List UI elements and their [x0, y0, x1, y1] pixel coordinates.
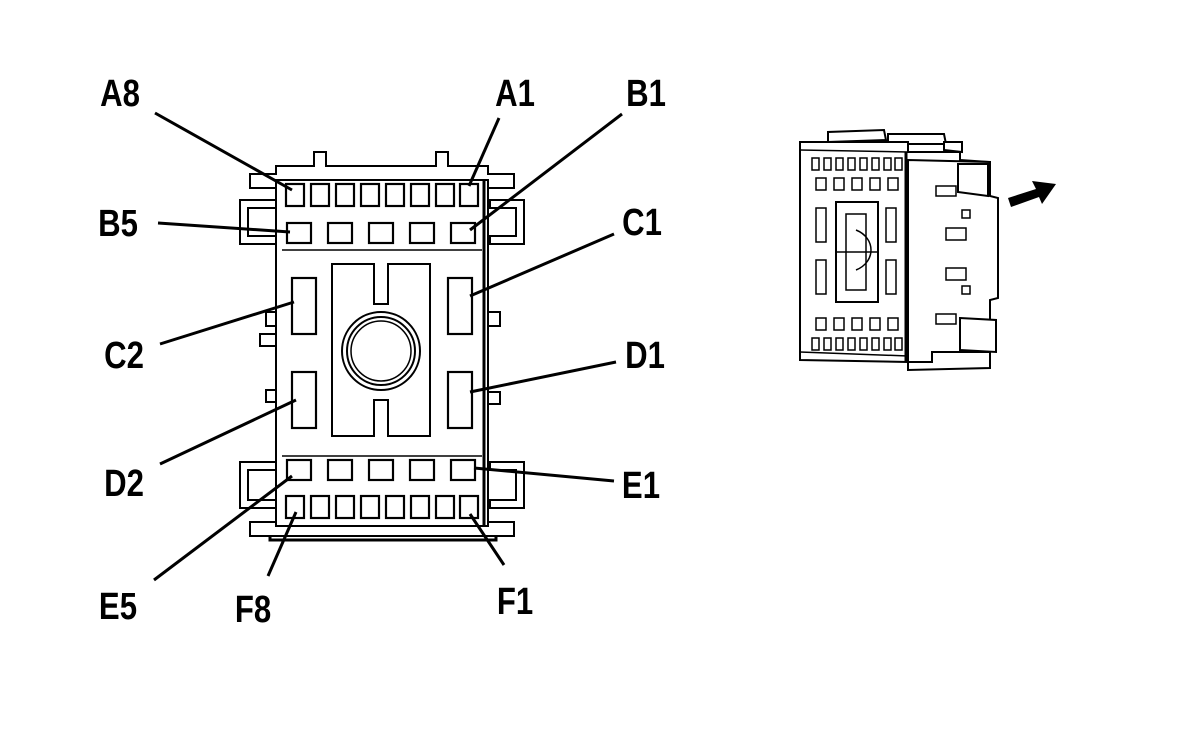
leader-lines: [153, 111, 623, 582]
label-c1: C1: [622, 202, 662, 244]
label-f8: F8: [235, 589, 271, 631]
label-b5: B5: [98, 203, 138, 245]
leader-e5: [153, 474, 293, 582]
label-b1: B1: [626, 73, 666, 115]
pin-row-b: [285, 221, 477, 245]
pin-row-f: [284, 494, 480, 520]
label-d1: D1: [625, 335, 665, 377]
leader-f1: [468, 513, 506, 566]
label-d2: D2: [104, 463, 144, 505]
pin-labels: A8 A1 B1 B5 C1 C2 D1 D2 E1 E5 F8 F1: [98, 73, 666, 631]
connector-isometric-view: [799, 128, 999, 372]
leader-e1: [473, 466, 615, 483]
label-f1: F1: [497, 581, 533, 623]
arrow-right-icon: [1008, 181, 1056, 207]
pin-row-e: [285, 458, 477, 482]
leader-a8: [154, 111, 293, 192]
leader-a1: [467, 117, 501, 187]
pin-c1: [446, 276, 474, 336]
leader-b5: [157, 221, 291, 234]
label-e5: E5: [99, 586, 137, 628]
leader-c1: [469, 232, 615, 298]
connector-face-view: [239, 151, 525, 542]
label-c2: C2: [104, 335, 144, 377]
label-a1: A1: [495, 73, 535, 115]
label-e1: E1: [622, 465, 660, 507]
leader-d1: [469, 360, 617, 394]
pin-d1: [446, 370, 474, 430]
pin-c2: [290, 276, 318, 336]
leader-d2: [159, 398, 297, 466]
leader-c2: [159, 300, 295, 346]
leader-f8: [266, 511, 298, 577]
leader-b1: [469, 112, 623, 232]
label-a8: A8: [100, 73, 140, 115]
